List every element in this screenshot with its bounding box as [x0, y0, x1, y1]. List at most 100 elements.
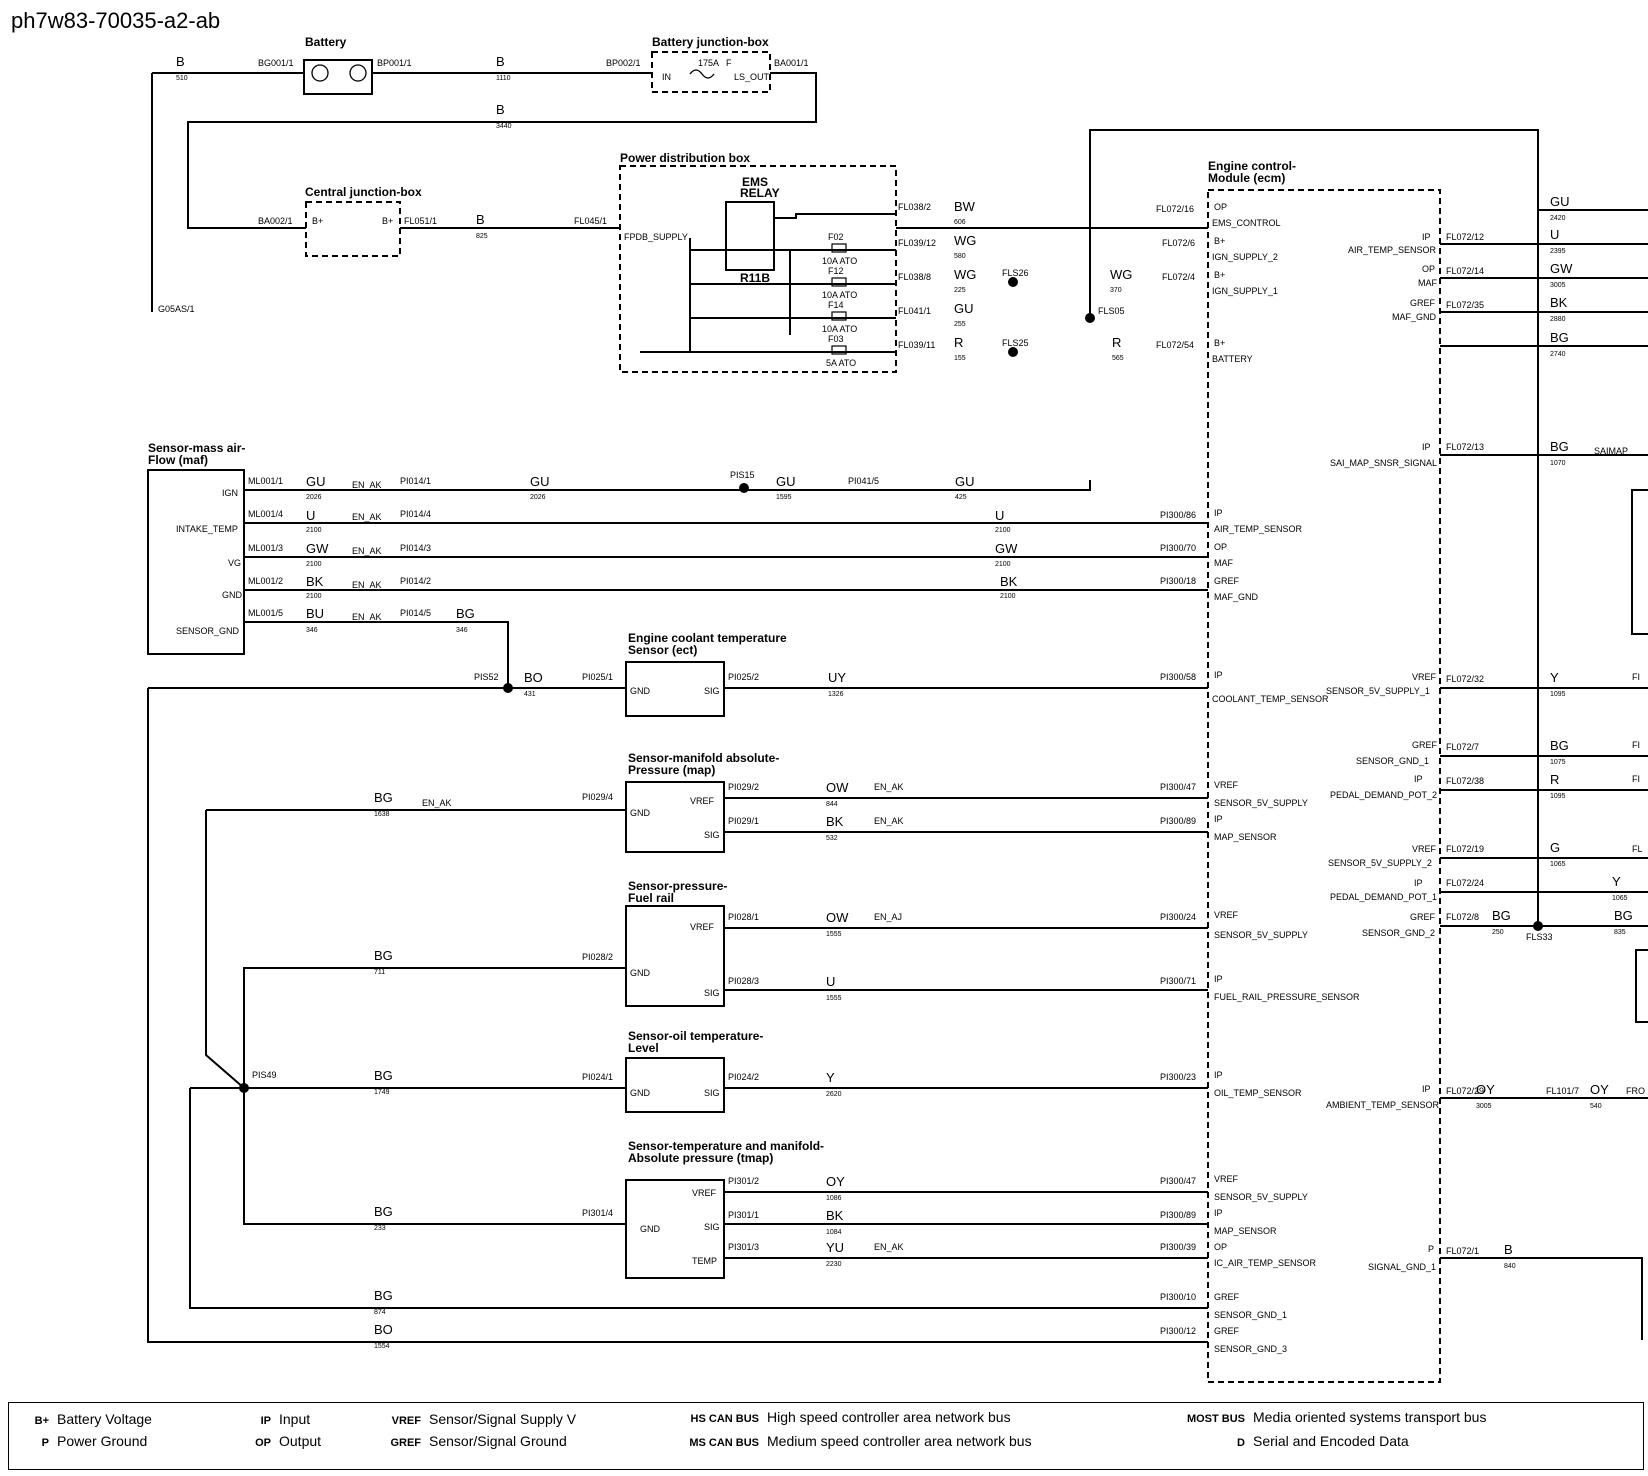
diagram-label-wire: U — [995, 508, 1004, 523]
diagram-label-num: 540 — [1590, 1103, 1602, 1110]
diagram-label-pin: GREF — [1214, 1292, 1240, 1302]
diagram-label-wire: BG — [374, 1068, 393, 1083]
diagram-label-pin: IN — [662, 72, 671, 82]
diagram-label-pin: B+ — [1214, 338, 1225, 348]
diagram-label-title: Fuel rail — [628, 891, 674, 905]
diagram-label-title: Sensor-manifold absolute- — [628, 751, 779, 765]
diagram-label-title: Central junction-box — [305, 185, 422, 199]
battery-positive-terminal — [349, 64, 367, 82]
diagram-label-con: ML001/2 — [248, 576, 283, 586]
diagram-label-con: PI300/39 — [1160, 1242, 1196, 1252]
diagram-label-con: ML001/5 — [248, 608, 283, 618]
diagram-label-wire: Y — [1550, 670, 1559, 685]
legend-text: Power Ground — [57, 1433, 148, 1449]
diagram-label-pin: MAF_GND — [1214, 592, 1259, 602]
oil-temp-sensor-box — [625, 1057, 725, 1113]
diagram-label-wire: OY — [1590, 1082, 1609, 1097]
diagram-label-con: FL — [1632, 844, 1643, 854]
diagram-label-pin: INTAKE_TEMP — [176, 524, 238, 534]
diagram-label-con: PI300/89 — [1160, 816, 1196, 826]
diagram-label-con: FL045/1 — [574, 216, 607, 226]
diagram-label-title: RELAY — [740, 186, 780, 200]
diagram-label-wire: GW — [1550, 261, 1573, 276]
diagram-label-num: 346 — [306, 627, 318, 634]
diagram-label-pin: B+ — [312, 216, 323, 226]
diagram-label-con: PI028/2 — [582, 952, 613, 962]
wire-segment — [243, 1088, 626, 1225]
diagram-label-num: 2100 — [306, 593, 322, 600]
legend-code: GREF — [390, 1437, 421, 1449]
diagram-label-title: Absolute pressure (tmap) — [628, 1151, 773, 1165]
diagram-label-con: PI301/3 — [728, 1242, 759, 1252]
diagram-label-pin: VG — [228, 558, 241, 568]
diagram-label-con: ML001/3 — [248, 543, 283, 553]
diagram-label-wire: BG — [1550, 439, 1569, 454]
diagram-label-wire: G — [1550, 840, 1560, 855]
tmap-sensor-box — [625, 1179, 725, 1279]
diagram-label-con: EN_AK — [352, 512, 382, 522]
diagram-label-con: FL072/32 — [1446, 674, 1484, 684]
map-sensor-box — [625, 781, 725, 853]
diagram-label-num: 155 — [954, 355, 966, 362]
diagram-label-con: EN_AK — [352, 480, 382, 490]
wire-segment — [147, 688, 1208, 1343]
diagram-label-wire: Y — [826, 1070, 835, 1085]
diagram-label-con: PI014/2 — [400, 576, 431, 586]
diagram-label-pin: VREF — [1214, 910, 1239, 920]
diagram-label-con: PI028/3 — [728, 976, 759, 986]
diagram-label-title: Module (ecm) — [1208, 171, 1285, 185]
wire-segment — [244, 621, 509, 688]
diagram-label-con: PI300/47 — [1160, 1176, 1196, 1186]
diagram-label-num: 532 — [826, 835, 838, 842]
diagram-label-num: 370 — [1110, 287, 1122, 294]
diagram-label-pin: GREF — [1214, 1326, 1240, 1336]
diagram-label-con: FL072/4 — [1162, 272, 1195, 282]
diagram-label-con: EN_AK — [874, 1242, 904, 1252]
diagram-label-wire: GU — [955, 474, 975, 489]
diagram-label-con: FL072/35 — [1446, 300, 1484, 310]
diagram-label-wire: OW — [826, 910, 849, 925]
diagram-label-pin: GREF — [1214, 576, 1240, 586]
diagram-label-pin: MAP_SENSOR — [1214, 832, 1277, 842]
diagram-label-wire: BU — [306, 606, 324, 621]
diagram-label-pin: OP — [1422, 264, 1435, 274]
diagram-label-pin: SENSOR_GND_1 — [1214, 1310, 1287, 1320]
fuse-f14 — [831, 311, 847, 321]
document-id: ph7w83-70035-a2-ab — [11, 8, 221, 33]
diagram-label-wire: GW — [306, 541, 329, 556]
legend-code: MOST BUS — [1186, 1413, 1245, 1425]
diagram-label-con: ML001/4 — [248, 509, 283, 519]
diagram-label-pin: SIGNAL_GND_1 — [1368, 1262, 1436, 1272]
diagram-label-pin: IP — [1414, 774, 1423, 784]
diagram-label-title: Flow (maf) — [148, 453, 208, 467]
diagram-label-pin: SAIMAP — [1594, 446, 1628, 456]
diagram-label-wire: R — [1550, 772, 1559, 787]
diagram-label-wire: R — [1112, 335, 1121, 350]
legend-text: Output — [279, 1433, 322, 1449]
diagram-label-num: 425 — [955, 494, 967, 501]
diagram-label-con: BP002/1 — [606, 58, 641, 68]
diagram-label-pin: EMS_CONTROL — [1212, 218, 1281, 228]
diagram-label-con: PI300/71 — [1160, 976, 1196, 986]
diagram-label-wire: B — [176, 54, 185, 69]
diagram-label-con: PI300/86 — [1160, 510, 1196, 520]
wire-segment — [1089, 129, 1648, 318]
diagram-label-con: PI028/1 — [728, 912, 759, 922]
ems-relay-box — [725, 201, 775, 271]
ecm-box — [1207, 189, 1441, 1383]
diagram-label-con: BP001/1 — [377, 58, 412, 68]
diagram-label-con: G05AS/1 — [158, 304, 195, 314]
diagram-label-con: FL038/8 — [898, 272, 931, 282]
diagram-label-con: FLS05 — [1098, 306, 1125, 316]
diagram-label-pin: GND — [222, 590, 243, 600]
wire-segment — [189, 1088, 1208, 1309]
diagram-label-wire: BG — [374, 1204, 393, 1219]
legend-code: MS CAN BUS — [689, 1437, 759, 1449]
diagram-label-pin: IP — [1214, 1208, 1223, 1218]
diagram-label-con: FI — [1632, 740, 1640, 750]
splice-node — [239, 1083, 249, 1093]
diagram-label-pin: VREF — [1412, 844, 1437, 854]
diagram-label-pin: AIR_TEMP_SENSOR — [1214, 524, 1303, 534]
diagram-label-con: PI300/58 — [1160, 672, 1196, 682]
